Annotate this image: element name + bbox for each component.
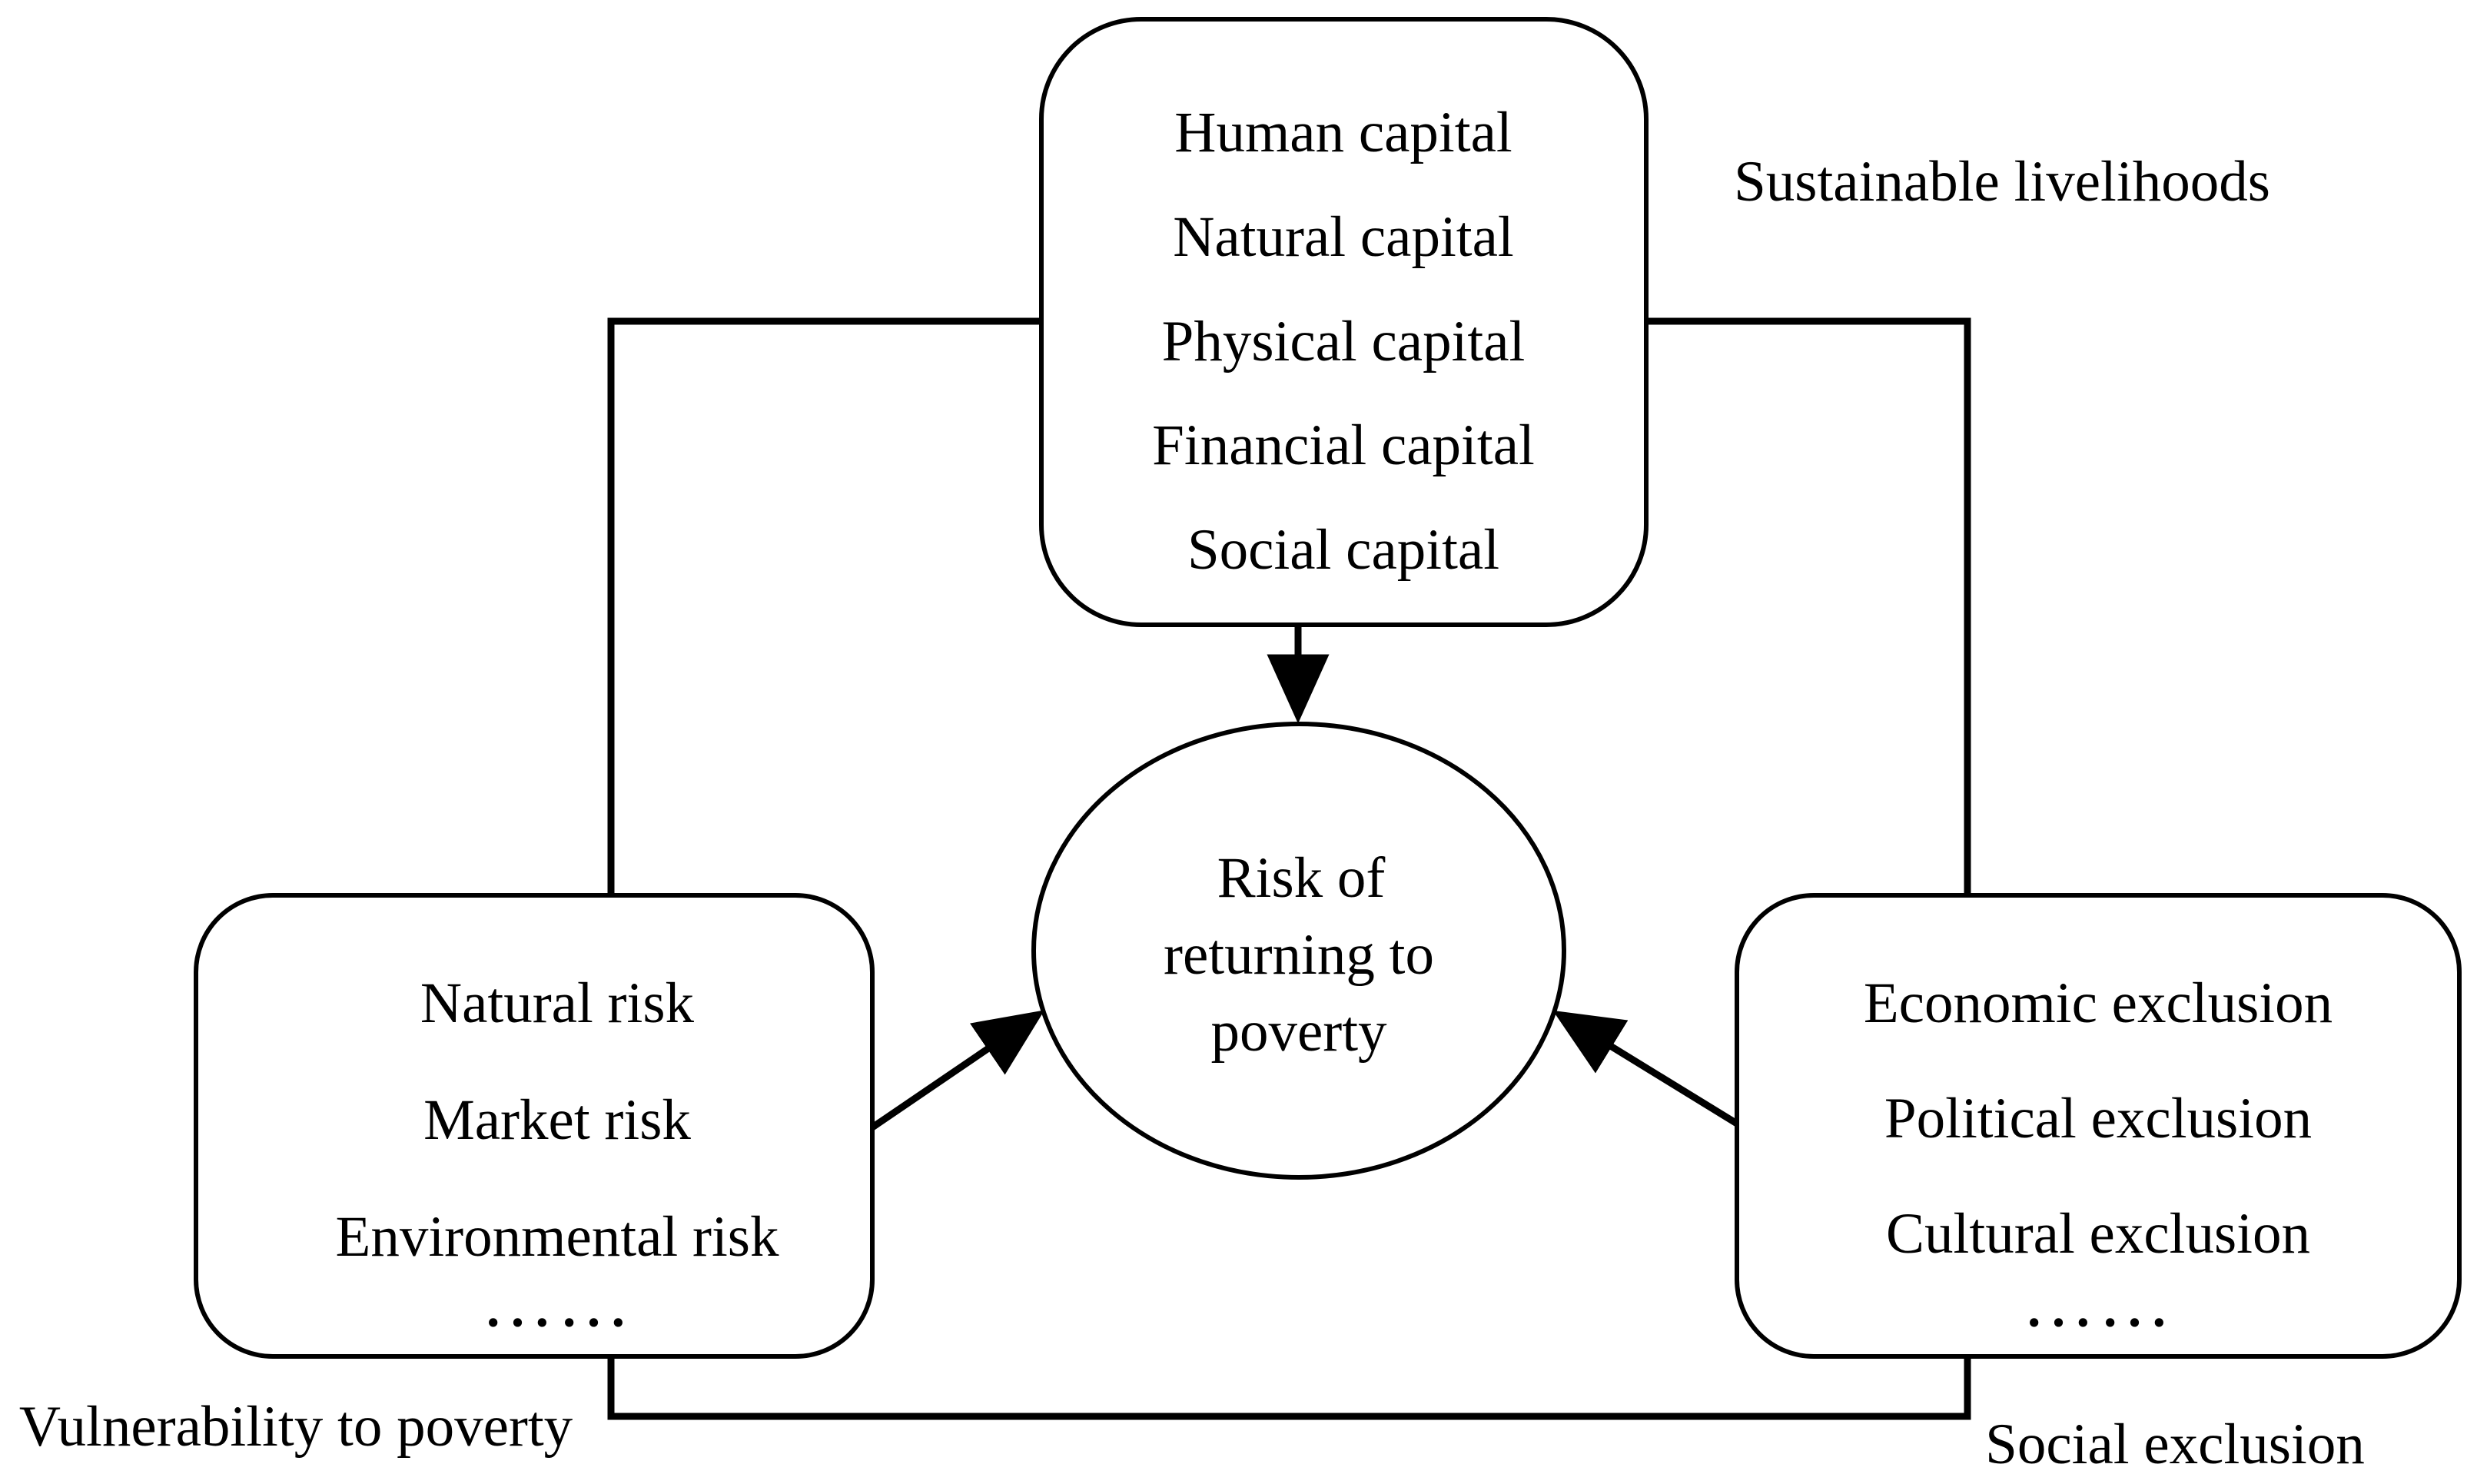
capitals-box-line: Physical capital xyxy=(1162,310,1526,373)
capitals-box-line: Social capital xyxy=(1187,518,1499,582)
capitals-box-line: Natural capital xyxy=(1173,205,1514,269)
exclusions-box-line: Cultural exclusion xyxy=(1886,1202,2310,1266)
risk-circle-line: returning to xyxy=(1164,923,1434,987)
sustainable-livelihoods-label: Sustainable livelihoods xyxy=(1734,150,2270,214)
risks-box-line: Market risk xyxy=(423,1088,691,1152)
risks-box-line: Environmental risk xyxy=(336,1205,779,1269)
risks-box-ellipsis: …… xyxy=(481,1260,633,1342)
risks-box-line: Natural risk xyxy=(420,971,695,1035)
arrow-exclusions-to-risk xyxy=(1552,1010,1739,1127)
risk-of-returning-circle xyxy=(1031,722,1566,1180)
risk-circle-line: poverty xyxy=(1210,1000,1387,1064)
capitals-box-line: Financial capital xyxy=(1152,413,1535,477)
exclusions-box-ellipsis: …… xyxy=(2022,1260,2174,1342)
exclusions-box-line: Political exclusion xyxy=(1884,1087,2312,1150)
exclusions-box-line: Economic exclusion xyxy=(1864,971,2333,1035)
capitals-box-line: Human capital xyxy=(1174,101,1512,164)
exclusions-box xyxy=(1735,893,2462,1359)
risk-circle-line: Risk of xyxy=(1217,846,1386,910)
vulnerability-to-poverty-label: Vulnerability to poverty xyxy=(19,1395,573,1459)
capitals-box xyxy=(1039,17,1649,627)
arrow-risks-to-risk xyxy=(870,1010,1045,1130)
social-exclusion-label: Social exclusion xyxy=(1985,1413,2365,1476)
